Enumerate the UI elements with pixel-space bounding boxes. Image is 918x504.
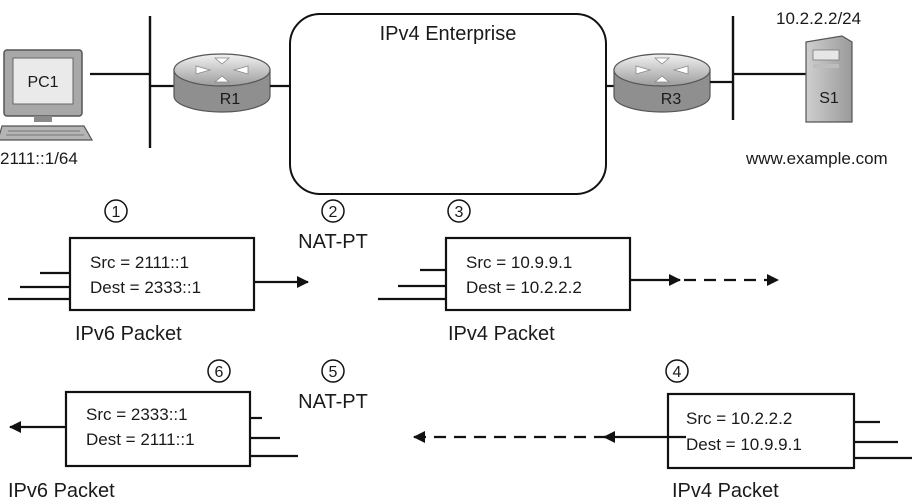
step-2-number: 2 (329, 204, 338, 221)
step-4-number: 4 (673, 364, 682, 381)
step-6-number: 6 (215, 364, 224, 381)
server-address: 10.2.2.2/24 (776, 9, 861, 28)
step-4-circle (665, 359, 689, 383)
packet-3-box (444, 236, 632, 312)
packet-3-caption: IPv4 Packet (448, 323, 555, 345)
step-markers: 1 2 3 4 5 6 NAT-PT NAT-PT (104, 199, 689, 413)
pc1-label: PC1 (27, 74, 58, 91)
packet-4-caption: IPv4 Packet (672, 480, 779, 502)
pc1-icon[interactable] (0, 49, 94, 141)
ipv4-enterprise-cloud (289, 13, 607, 195)
step-5-number: 5 (329, 364, 338, 381)
server-hostname: www.example.com (745, 149, 888, 168)
packet-3-ipv4: Src = 10.9.9.1 Dest = 10.2.2.2 IPv4 Pack… (378, 236, 779, 345)
packet-6-ipv6: Src = 2333::1 Dest = 2111::1 IPv6 Packet (8, 390, 298, 502)
packet-4-src: Src = 10.2.2.2 (686, 409, 792, 428)
packet-3-dest: Dest = 10.2.2.2 (466, 278, 582, 297)
packet-6-caption: IPv6 Packet (8, 480, 115, 502)
step-1-circle (104, 199, 128, 223)
step-3-circle (447, 199, 471, 223)
router-r3-icon[interactable] (613, 53, 711, 113)
cloud-label: IPv4 Enterprise (380, 23, 517, 45)
packet-3-src: Src = 10.9.9.1 (466, 253, 572, 272)
server-s1-label: S1 (819, 90, 839, 107)
step-2-circle (321, 199, 345, 223)
packet-6-dest: Dest = 2111::1 (86, 430, 195, 449)
router-r3-label: R3 (661, 91, 682, 108)
router-r1-label: R1 (220, 91, 241, 108)
packet-1-src: Src = 2111::1 (90, 253, 189, 272)
step-5-circle (321, 359, 345, 383)
packet-1-ipv6: Src = 2111::1 Dest = 2333::1 IPv6 Packet (8, 236, 309, 345)
packet-1-box (68, 236, 256, 312)
packet-6-src: Src = 2333::1 (86, 405, 188, 424)
natpt-label-top: NAT-PT (298, 231, 368, 253)
natpt-label-bottom: NAT-PT (298, 391, 368, 413)
step-3-number: 3 (455, 204, 464, 221)
packet-1-caption: IPv6 Packet (75, 323, 182, 345)
packet-6-box (64, 390, 252, 468)
step-1-number: 1 (112, 204, 121, 221)
packet-4-dest: Dest = 10.9.9.1 (686, 435, 802, 454)
pc1-address: 2111::1/64 (0, 149, 78, 168)
topology: PC1 2111::1/64 R1 IPv4 Enterprise R3 (0, 9, 888, 195)
server-s1-icon[interactable] (805, 35, 853, 123)
step-6-circle (207, 359, 231, 383)
packet-4-box (666, 392, 856, 470)
packet-1-dest: Dest = 2333::1 (90, 278, 201, 297)
packet-4-ipv4: Src = 10.2.2.2 Dest = 10.9.9.1 IPv4 Pack… (413, 392, 912, 502)
router-r1-icon[interactable] (173, 53, 271, 113)
